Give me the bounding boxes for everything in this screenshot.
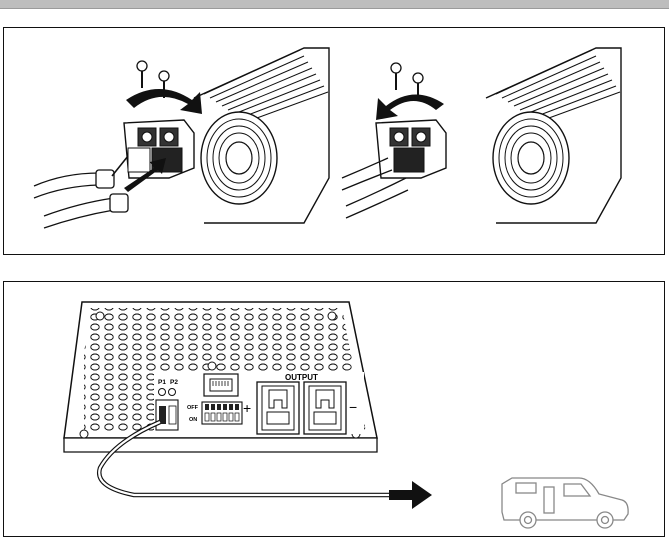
minus-label: −	[349, 399, 357, 415]
cable-left	[34, 156, 128, 228]
right-view	[342, 48, 621, 223]
on-label: ON	[189, 417, 197, 423]
terminal-block-right	[376, 120, 446, 178]
figure-panel-step-2: P1 P2	[3, 281, 665, 537]
step-1-illustration	[4, 28, 666, 256]
rotate-arrow-icon	[126, 89, 202, 114]
fan-left	[201, 112, 277, 204]
status-led	[208, 362, 216, 370]
figure-panel-step-1	[3, 27, 665, 255]
left-view	[34, 48, 329, 228]
motorhome-icon	[502, 478, 628, 528]
top-rule	[0, 0, 669, 9]
rj45-port	[204, 374, 238, 396]
pin1-label: P1	[158, 379, 166, 386]
step-2-illustration: P1 P2	[4, 282, 666, 538]
screw-icon	[391, 63, 423, 100]
rotate-arrow-icon	[376, 94, 444, 120]
arrow-right-icon	[389, 481, 432, 509]
off-label: OFF	[187, 405, 199, 411]
pin2-label: P2	[170, 379, 178, 386]
plus-label: +	[243, 400, 251, 416]
fan-right	[493, 112, 569, 204]
output-label: OUTPUT	[285, 373, 318, 382]
